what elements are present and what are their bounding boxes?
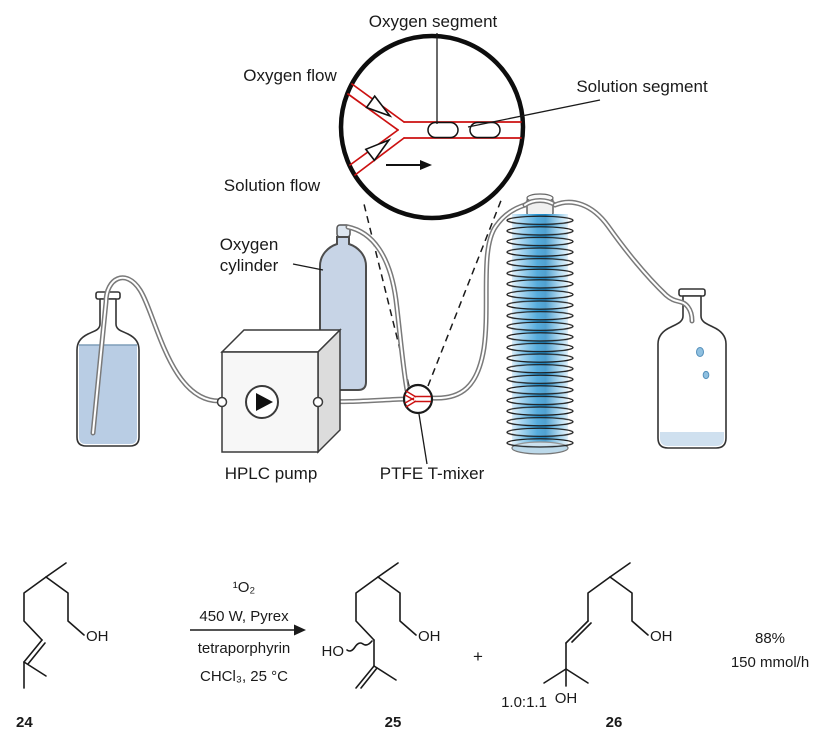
feed-bottle-liquid xyxy=(79,345,137,444)
t-mixer-label: PTFE T-mixer xyxy=(380,464,485,483)
compound-26-number: 26 xyxy=(606,714,623,731)
throughput-label: 150 mmol/h xyxy=(731,654,809,671)
reaction-arrow-head xyxy=(294,624,306,636)
photoreactor-coil xyxy=(506,193,574,455)
solution-segment-pointer-line xyxy=(467,99,601,128)
mixer-inset xyxy=(338,33,601,221)
t-mixer-pointer-line xyxy=(418,413,428,465)
reaction-scheme: OH 24 ¹O₂ 450 W, Pyrex tetraporphyrin CH… xyxy=(16,562,809,731)
condition-below-arrow-2: CHCl₃, 25 °C xyxy=(200,668,288,685)
oh-label-25: OH xyxy=(418,628,441,645)
t-mixer-circle xyxy=(402,383,434,415)
oxygen-segment-capsule xyxy=(427,121,459,139)
oxygen-flow-arrow xyxy=(365,94,393,118)
oh-label-26-bottom: OH xyxy=(555,690,578,707)
pump-symbol-triangle xyxy=(256,393,273,411)
solution-flow-label: Solution flow xyxy=(224,176,321,195)
compound-24-structure: OH 24 xyxy=(16,562,109,731)
oxygen-cylinder-label-line1: Oxygen xyxy=(220,235,279,254)
oxygen-segment-capsule-2 xyxy=(469,121,501,139)
reagent-singlet-oxygen: ¹O₂ xyxy=(233,579,256,596)
condition-above-arrow: 450 W, Pyrex xyxy=(199,608,289,625)
oxygen-cylinder-pointer-line xyxy=(292,263,324,271)
solution-segment-label: Solution segment xyxy=(576,77,708,96)
feed-bottle xyxy=(76,291,140,447)
t-mixer-channels xyxy=(404,390,431,408)
magnifier-dashed-lines xyxy=(362,197,503,387)
droplet xyxy=(702,370,710,380)
tubing xyxy=(90,198,695,436)
compound-25-number: 25 xyxy=(385,714,402,731)
flow-direction-arrow-head xyxy=(420,160,432,170)
oxygen-cylinder-label-line2: cylinder xyxy=(220,256,279,275)
oh-label-24: OH xyxy=(86,628,109,645)
t-mixer xyxy=(402,383,434,415)
collection-bottle-liquid xyxy=(660,432,724,446)
pump-inlet-fitting xyxy=(216,396,228,408)
droplet xyxy=(696,347,704,357)
collection-bottle-body xyxy=(657,295,727,449)
pump-outlet-fitting xyxy=(312,396,324,408)
compound-24-number: 24 xyxy=(16,714,33,731)
plus-sign: + xyxy=(473,647,483,666)
condition-below-arrow-1: tetraporphyrin xyxy=(198,640,291,657)
ratio-label: 1.0:1.1 xyxy=(501,694,547,711)
collection-bottle xyxy=(657,288,727,449)
yield-label: 88% xyxy=(755,630,785,647)
oh-label-26-top: OH xyxy=(650,628,673,645)
oxygen-segment-label: Oxygen segment xyxy=(369,12,498,31)
reaction-arrow-block: ¹O₂ 450 W, Pyrex tetraporphyrin CHCl₃, 2… xyxy=(190,579,306,685)
collection-bottle-flange xyxy=(678,288,706,297)
compound-25-structure: OH HO 25 xyxy=(322,562,441,731)
hplc-pump-label: HPLC pump xyxy=(225,464,318,483)
oxygen-flow-label: Oxygen flow xyxy=(243,66,337,85)
coil-tubing-rings xyxy=(506,215,574,448)
solution-flow-arrow xyxy=(364,138,392,162)
ho-label-25: HO xyxy=(322,643,345,660)
pump-side-face xyxy=(317,328,341,454)
hplc-pump xyxy=(216,328,342,454)
compound-26-structure: OH OH 26 xyxy=(543,562,673,731)
